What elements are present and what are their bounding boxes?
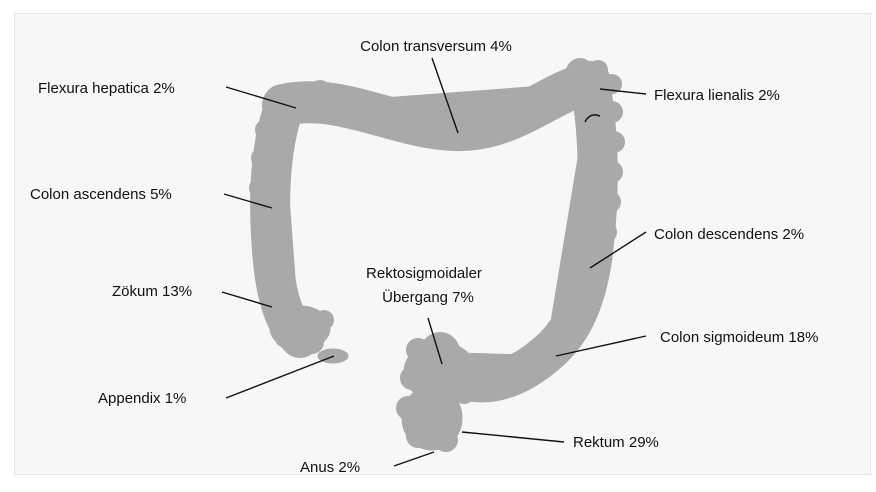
label-appendix: Appendix 1% xyxy=(98,390,186,407)
leader-rektum xyxy=(462,432,564,442)
label-colon-transversum: Colon transversum 4% xyxy=(360,38,512,55)
colon-illustration xyxy=(249,58,625,452)
label-colon-descendens: Colon descendens 2% xyxy=(654,226,804,243)
label-rektum: Rektum 29% xyxy=(573,434,659,451)
label-anus: Anus 2% xyxy=(300,459,360,476)
leader-appendix xyxy=(226,356,334,398)
label-rektosigmoidaler-line1: Rektosigmoidaler xyxy=(366,265,482,282)
label-colon-ascendens: Colon ascendens 5% xyxy=(30,186,172,203)
label-rektosigmoidaler-line2: Übergang 7% xyxy=(382,288,474,306)
label-flexura-lienalis: Flexura lienalis 2% xyxy=(654,87,780,104)
label-colon-sigmoideum: Colon sigmoideum 18% xyxy=(660,329,818,346)
label-flexura-hepatica: Flexura hepatica 2% xyxy=(38,80,175,97)
label-zoekum: Zökum 13% xyxy=(112,283,192,300)
leader-anus xyxy=(394,452,434,466)
